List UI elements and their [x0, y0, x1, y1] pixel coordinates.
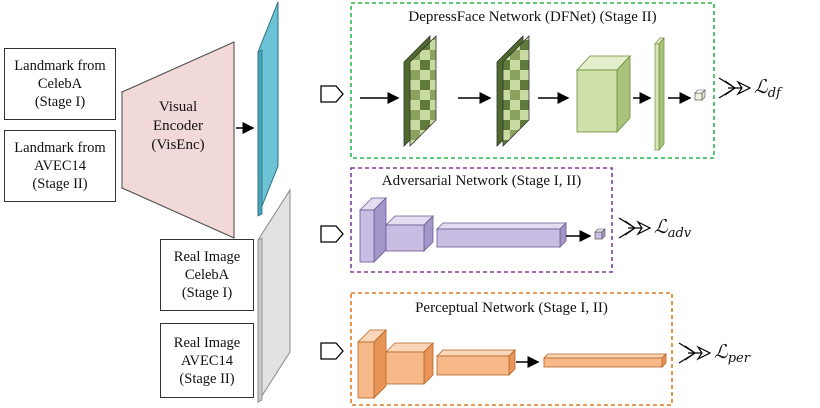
per-block-4: [543, 353, 667, 368]
per-block-1: [357, 329, 387, 399]
hollow-arrow-icon: [678, 342, 712, 364]
dfnet-checker-feature-map-2: [496, 35, 530, 147]
hollow-arrow-icon: [618, 217, 652, 239]
dfnet-title: DepressFace Network (DFNet) (Stage II): [408, 9, 657, 25]
per-block-3: [436, 349, 516, 376]
per-block-2: [385, 342, 434, 385]
real-image-feature-map-gray: [257, 188, 291, 404]
input-landmark-celeba: Landmark from CelebA (Stage I): [4, 48, 116, 120]
pentagon-arrow-icon: [320, 85, 344, 103]
adversarial-title: Adversarial Network (Stage I, II): [381, 173, 582, 189]
perceptual-title: Perceptual Network (Stage I, II): [415, 300, 608, 316]
dfnet-cube: [576, 54, 631, 134]
visual-encoder-trapezoid: [121, 41, 235, 239]
pentagon-arrow-icon: [320, 342, 344, 360]
adv-block-3: [436, 222, 567, 248]
loss-per: ℒper: [714, 341, 750, 366]
dfnet-checker-feature-map-1: [403, 35, 437, 147]
adv-output-cube: [594, 228, 606, 240]
latent-feature-map-blue: [257, 1, 279, 217]
hollow-arrow-icon: [718, 77, 752, 99]
input-real-avec14: Real Image AVEC14 (Stage II): [160, 323, 254, 398]
dfnet-output-cube: [694, 89, 706, 101]
adv-block-2: [385, 215, 434, 252]
adv-block-1: [359, 197, 387, 263]
visual-encoder-label: Visual Encoder (VisEnc): [151, 99, 205, 153]
loss-df: ℒdf: [754, 76, 781, 101]
input-real-celeba: Real Image CelebA (Stage I): [160, 239, 254, 311]
loss-adv: ℒadv: [654, 216, 692, 241]
input-landmark-avec14: Landmark from AVEC14 (Stage II): [4, 130, 116, 202]
dfnet-vector: [654, 37, 665, 151]
pentagon-arrow-icon: [320, 225, 344, 243]
